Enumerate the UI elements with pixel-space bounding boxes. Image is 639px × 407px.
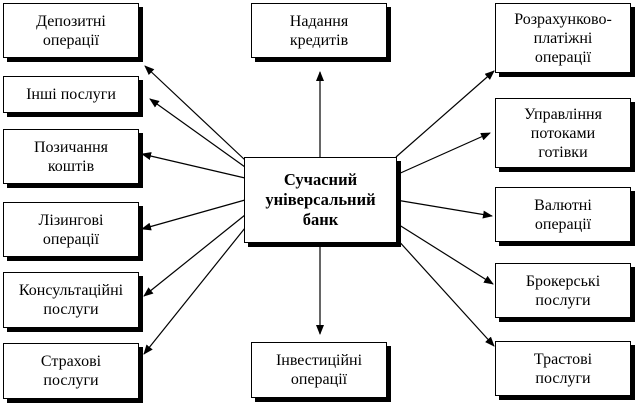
node-consulting-services: Консультаційні послуги [3, 272, 139, 328]
arrow-to-borrowing [141, 152, 246, 179]
arrow-to-currency-operations [395, 199, 493, 219]
node-trust-services: Трастові послуги [495, 341, 631, 396]
node-lending: Надання кредитів [251, 3, 387, 58]
node-brokerage-services: Брокерські послуги [495, 263, 631, 318]
arrow-to-leasing-operations [141, 199, 246, 231]
node-insurance-services: Страхові послуги [3, 343, 139, 399]
arrow-to-brokerage-services [395, 222, 494, 285]
arrow-to-other-services [149, 98, 246, 168]
node-borrowing: Позичання коштів [3, 129, 139, 184]
node-investment-operations: Інвестиційні операції [251, 342, 387, 398]
arrow-to-insurance-services [143, 227, 246, 355]
arrow-to-settlement-operations [395, 70, 495, 158]
node-cash-flow-management: Управління потоками готівки [495, 98, 631, 168]
node-leasing-operations: Лізингові операції [3, 202, 139, 257]
node-currency-operations: Валютні операції [495, 187, 631, 242]
arrow-to-deposit-operations [144, 65, 246, 161]
node-other-services: Інші послуги [3, 76, 139, 113]
arrow-to-cash-flow-management [395, 132, 491, 176]
arrow-to-trust-services [395, 237, 495, 347]
node-settlement-operations: Розрахунково- платіжні операції [495, 3, 631, 73]
center-universal-bank: Сучасний універсальний банк [244, 157, 397, 243]
node-deposit-operations: Депозитні операції [3, 3, 139, 58]
arrow-to-consulting-services [143, 214, 246, 297]
